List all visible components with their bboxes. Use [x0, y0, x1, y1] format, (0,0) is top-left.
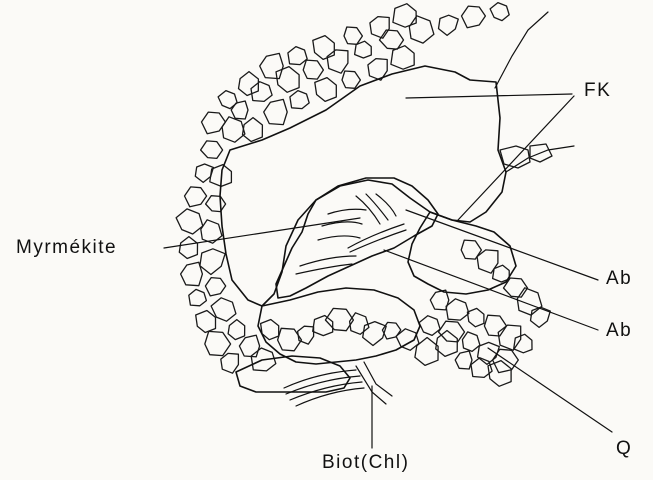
biotite-cleavage-5 — [356, 366, 386, 404]
quartz-grain — [391, 46, 414, 69]
quartz-grain — [493, 349, 519, 372]
quartz-grain — [239, 335, 259, 357]
label-q: Q — [616, 438, 632, 460]
albite-inclusion — [348, 224, 404, 248]
leader-fk-1 — [406, 94, 572, 98]
quartz-grain — [462, 332, 480, 352]
quartz-grain — [439, 321, 465, 342]
quartz-grain — [313, 36, 335, 60]
quartz-grain — [251, 82, 272, 102]
quartz-grain — [221, 353, 239, 373]
myrmekite-vermicule-7 — [366, 194, 388, 220]
quartz-grain — [462, 6, 486, 28]
quartz-grain — [315, 78, 337, 102]
quartz-grain — [288, 47, 307, 65]
quartz-grain — [211, 298, 236, 321]
quartz-grain — [196, 311, 216, 333]
quartz-grain — [342, 71, 360, 88]
quartz-grain — [239, 72, 259, 96]
myrmekite-vermicule-1 — [328, 209, 366, 214]
quartz-grain — [477, 250, 498, 273]
label-myrmekite: Myrmékite — [16, 237, 117, 259]
quartz-grain — [350, 313, 369, 335]
fracture-grain-1 — [500, 146, 530, 168]
quartz-grain — [181, 262, 203, 285]
myrmekite-lobe — [276, 178, 438, 298]
leader-ab-lower — [384, 250, 598, 330]
quartz-grain — [202, 112, 226, 134]
quartz-grain — [488, 361, 511, 387]
quartz-grain — [189, 289, 207, 305]
quartz-grain — [490, 3, 509, 21]
lower-grain-outline — [258, 288, 420, 364]
quartz-grain — [206, 196, 226, 212]
label-ab-lower: Ab — [606, 320, 632, 342]
quartz-grain — [327, 50, 348, 73]
quartz-grain-aggregate — [176, 3, 550, 387]
quartz-grain — [298, 326, 314, 344]
quartz-grain — [446, 299, 469, 320]
quartz-grain — [228, 320, 245, 340]
quartz-grain — [419, 316, 440, 336]
quartz-grain — [344, 27, 362, 44]
quartz-grain — [380, 30, 404, 49]
biotite-cleavage-6 — [364, 362, 392, 396]
quartz-grain — [370, 17, 389, 39]
quartz-grain — [185, 187, 207, 207]
myrmekite-vermicule-6 — [356, 196, 380, 224]
quartz-grain — [484, 315, 506, 336]
quartz-grain — [205, 278, 225, 296]
quartz-grain — [201, 141, 223, 159]
quartz-grain — [200, 249, 225, 275]
quartz-grain — [231, 101, 248, 119]
quartz-grain — [243, 118, 263, 142]
quartz-grain — [222, 117, 245, 142]
quartz-grain — [393, 4, 416, 28]
leader-fk-2 — [458, 96, 574, 220]
quartz-grain — [218, 91, 237, 109]
quartz-grain — [531, 307, 551, 327]
quartz-grain — [467, 308, 484, 326]
label-fk: FK — [584, 80, 611, 102]
quartz-grain — [264, 99, 288, 124]
biotite-cleavage-3 — [290, 382, 362, 400]
quartz-grain — [290, 91, 309, 109]
quartz-grain — [179, 237, 197, 259]
quartz-grain — [303, 60, 323, 79]
quartz-grain — [409, 16, 434, 43]
quartz-grain — [439, 15, 459, 35]
label-biot: Biot(Chl) — [322, 452, 409, 474]
quartz-grain — [363, 322, 387, 346]
quartz-grain — [436, 331, 458, 357]
myrmekite-vermicule-3 — [318, 236, 360, 240]
quartz-grain — [205, 331, 231, 355]
quartz-grain — [176, 209, 203, 234]
quartz-grain — [276, 67, 299, 93]
label-ab-upper: Ab — [606, 268, 632, 290]
leader-q — [488, 348, 612, 432]
quartz-grain — [455, 351, 472, 369]
myrmekite-vermicule-8 — [376, 194, 396, 216]
quartz-grain — [514, 334, 532, 353]
fracture-line-upper — [495, 12, 548, 88]
quartz-grain — [260, 53, 284, 78]
fk-crystal-outline — [220, 66, 506, 306]
